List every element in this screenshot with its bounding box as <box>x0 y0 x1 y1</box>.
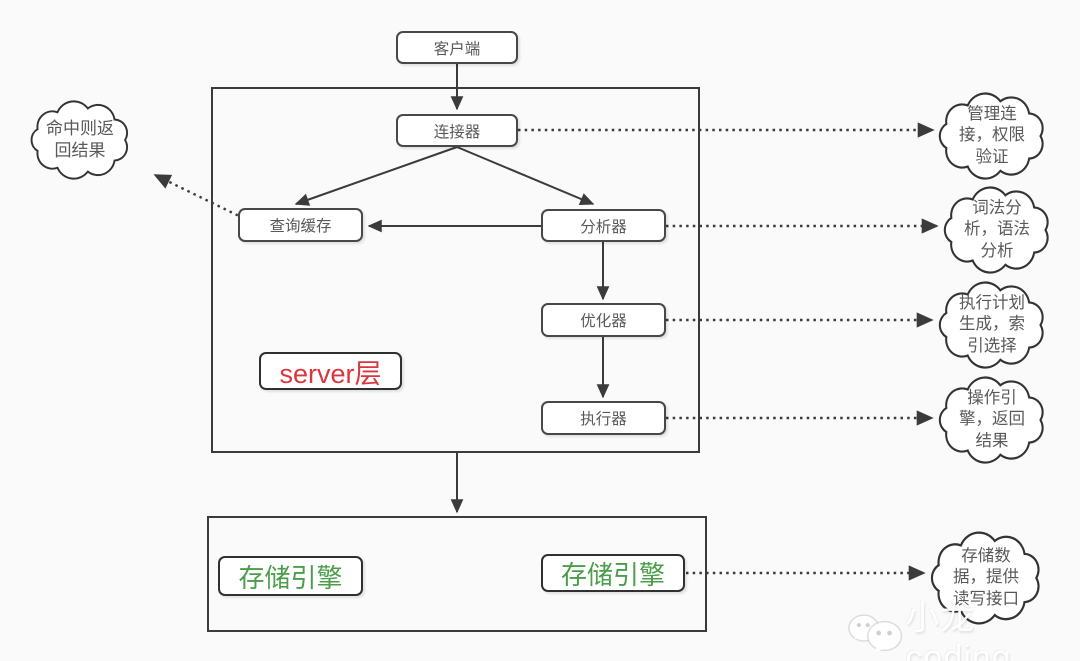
node-analyzer: 分析器 <box>541 209 666 242</box>
cloud-text-plan: 执行计划生成，索引选择 <box>959 293 1025 355</box>
cloud-text-execute: 操作引擎，返回结果 <box>959 388 1025 450</box>
server-layer-label: server层 <box>259 352 402 390</box>
cloud-text-analysis: 词法分析，语法分析 <box>964 198 1030 260</box>
cloud-text-cache-hit: 命中则返回结果 <box>46 118 114 160</box>
cloud-text-connection: 管理连接，权限验证 <box>959 104 1025 166</box>
arrow-connector-to-analyzer <box>456 146 595 205</box>
storage-layer-box <box>207 516 707 632</box>
server-layer-box <box>211 87 700 453</box>
node-client: 客户端 <box>396 31 518 64</box>
watermark-text: 小龙coding <box>905 599 1012 661</box>
cloud-text-storage: 存储数据，提供读写接口 <box>953 546 1019 608</box>
node-executor: 执行器 <box>541 401 666 435</box>
node-connector: 连接器 <box>396 114 518 147</box>
watermark: 小龙coding <box>844 590 1080 661</box>
storage-engine-label-right: 存储引擎 <box>541 554 685 592</box>
node-query-cache: 查询缓存 <box>238 208 363 242</box>
wechat-icon <box>848 614 903 652</box>
node-optimizer: 优化器 <box>541 303 666 337</box>
arrow-connector-to-query-cache <box>294 146 458 206</box>
storage-engine-label-left: 存储引擎 <box>218 556 363 596</box>
dashed-arrow-cache-hit-note <box>153 173 281 238</box>
